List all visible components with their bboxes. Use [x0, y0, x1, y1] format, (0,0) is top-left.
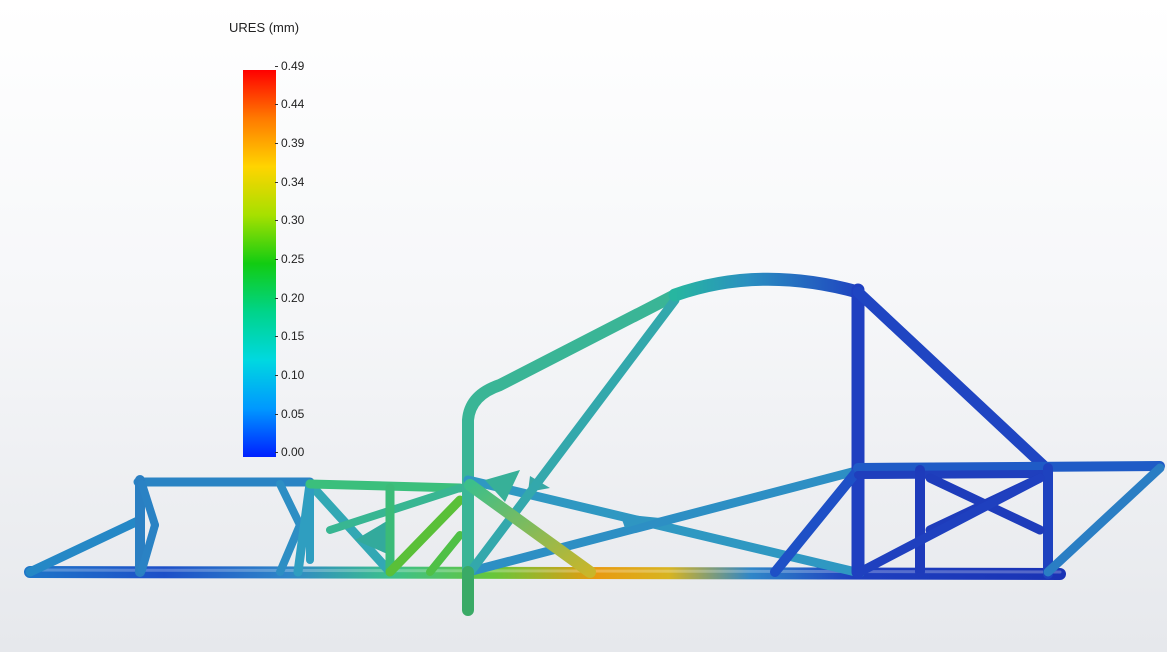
legend-tick-label: 0.39 [274, 136, 305, 150]
legend-tick-label: 0.20 [274, 291, 305, 305]
front-nose-diagonal [25, 515, 145, 577]
roof-arc [668, 272, 865, 302]
legend-tick-label: 0.15 [274, 329, 305, 343]
legend-tick-label: 0.34 [274, 175, 305, 189]
legend-tick-label: 0.05 [274, 407, 305, 421]
legend-tick-label: 0.44 [274, 97, 305, 111]
legend-tick-label: 0.10 [274, 368, 305, 382]
main-hoop [462, 289, 681, 578]
legend-tick-label: 0.25 [274, 252, 305, 266]
bottom-main-rail [24, 566, 1066, 580]
legend-color-bar [243, 70, 276, 457]
legend-tick-label: 0.30 [274, 213, 305, 227]
legend-tick-label: 0.00 [274, 445, 305, 459]
legend-tick-label: 0.49 [274, 59, 305, 73]
chassis-frame [24, 272, 1165, 616]
yellow-diagonal [464, 479, 596, 578]
legend-title: URES (mm) [229, 20, 300, 35]
